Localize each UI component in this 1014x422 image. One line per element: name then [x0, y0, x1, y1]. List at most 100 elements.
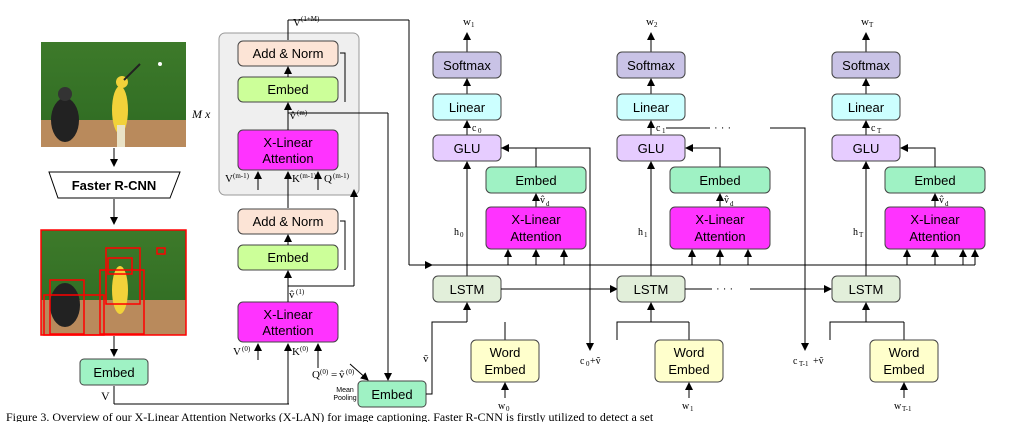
stepT-h-sub: T [859, 231, 864, 239]
step0-attn-line1: X-Linear [511, 212, 561, 227]
block-1-add-norm-label: Add & Norm [253, 214, 324, 229]
block-1-v-in: V [233, 346, 241, 358]
block-1-attn-line2: Attention [262, 323, 313, 338]
q0-equation: Q (0) = v̂ (0) [312, 368, 355, 381]
step1-vd-sub: d [730, 200, 734, 208]
block-m-v-in: V [225, 173, 233, 185]
step0-attn-line2: Attention [510, 229, 561, 244]
top-v-label: V [293, 17, 301, 29]
step0-w-out: w [463, 16, 471, 28]
block-1-vhat: v̂ [289, 289, 295, 301]
step1-w-out-sub: 2 [654, 21, 658, 29]
step1-w-in: w [682, 401, 690, 412]
input-image [41, 42, 186, 147]
stepT-attn-line1: X-Linear [910, 212, 960, 227]
stepT-embed-label: Embed [914, 173, 955, 188]
faster-rcnn-label: Faster R-CNN [72, 178, 157, 193]
stepT-word-line2: Embed [883, 362, 924, 377]
encoder-embed-label: Embed [93, 365, 134, 380]
block-1-q-in: Q [312, 369, 320, 381]
stepT-word-line1: Word [889, 345, 920, 360]
step1-w-in-sub: 1 [690, 405, 694, 413]
stepT-softmax-label: Softmax [842, 58, 890, 73]
step0-h-sub: 0 [460, 231, 464, 239]
step1-ctx: c [793, 356, 798, 367]
step0-w-out-sub: 1 [471, 21, 475, 29]
step1-w-out: w [646, 16, 654, 28]
decoder-step-t: w T Softmax Linear c T GLU Embed v̂ d X-… [829, 16, 986, 413]
block-m-add-norm: Add & Norm [237, 40, 339, 67]
step0-embed-label: Embed [515, 173, 556, 188]
block-m-k-in: K [292, 173, 300, 185]
block-1-q-in-sup: (0) [320, 368, 329, 376]
step1-ctx-sub: T-1 [799, 360, 809, 368]
figure-caption: Figure 3. Overview of our X-Linear Atten… [6, 410, 654, 422]
step1-attn-line2: Attention [694, 229, 745, 244]
block-1-xlinear-attention: X-Linear Attention [237, 301, 339, 343]
q-eq-sign: = [331, 369, 337, 381]
block-1-v-in-sup: (0) [242, 345, 251, 353]
encoder-embed-box: Embed [79, 358, 149, 386]
mx-label: M x [191, 107, 211, 121]
stepT-w-out: w [861, 16, 869, 28]
step0-word-line1: Word [490, 345, 521, 360]
step0-vd-sub: d [546, 200, 550, 208]
mean-pooling-line1: Mean [336, 387, 354, 394]
step1-embed-label: Embed [699, 173, 740, 188]
lstm-ellipsis: · · · [716, 283, 733, 295]
step0-ctx-sub: 0 [586, 360, 590, 368]
block-m-attn-line2: Attention [262, 151, 313, 166]
step0-lstm-label: LSTM [450, 282, 485, 297]
block-1-vhat0: v̂ [339, 369, 345, 381]
step0-w-in: w [498, 401, 506, 412]
step1-c-ellipsis: · · · [714, 122, 731, 134]
decoder-step-0: w 1 Softmax Linear c 0 GLU Embed v̂ d X-… [432, 16, 601, 413]
step0-ctx-tail: +ṽ [590, 356, 601, 367]
step0-ctx: c [580, 356, 585, 367]
block-1-k-in-sup: (0) [300, 345, 309, 353]
step0-word-line2: Embed [484, 362, 525, 377]
block-1-embed-label: Embed [267, 250, 308, 265]
block-1-embed: Embed [237, 244, 339, 271]
faster-rcnn-block: Faster R-CNN [48, 171, 181, 199]
step0-vd: v̂ [540, 195, 545, 206]
stepT-glu-label: GLU [853, 141, 880, 156]
step1-h-sub: 1 [644, 231, 648, 239]
detected-regions-image [40, 229, 187, 336]
block-m-v-in-sup: (m-1) [233, 172, 250, 180]
step0-c-sub: 0 [478, 127, 482, 135]
block-1-vhat0-sup: (0) [346, 368, 355, 376]
step1-h: h [638, 227, 643, 238]
v-label: V [101, 389, 110, 403]
step0-glu-label: GLU [454, 141, 481, 156]
vtilde-label: ṽ [423, 353, 429, 365]
stepT-lstm-label: LSTM [849, 282, 884, 297]
stepT-w-in: w [894, 401, 902, 412]
step0-linear-label: Linear [449, 100, 486, 115]
block-m-k-in-sup: (m-1) [300, 172, 317, 180]
block-1-vhat-sup: (1) [296, 288, 305, 296]
step0-w-in-sub: 0 [506, 405, 510, 413]
top-v-sup: (1+M) [301, 15, 320, 23]
step1-ctx-tail: +ṽ [813, 356, 824, 367]
stepT-attn-line2: Attention [909, 229, 960, 244]
block-m-add-norm-label: Add & Norm [253, 46, 324, 61]
block-1-add-norm: Add & Norm [237, 208, 339, 235]
stepT-h: h [853, 227, 858, 238]
block-m-embed: Embed [237, 76, 339, 103]
block-1-attn-line1: X-Linear [263, 307, 313, 322]
block-m-attn-line1: X-Linear [263, 135, 313, 150]
stepT-c-sub: T [877, 127, 882, 135]
step1-attn-line1: X-Linear [695, 212, 745, 227]
stepT-vd-sub: d [945, 200, 949, 208]
step1-lstm-label: LSTM [634, 282, 669, 297]
stepT-vd: v̂ [939, 195, 944, 206]
step1-word-line2: Embed [668, 362, 709, 377]
step0-softmax-label: Softmax [443, 58, 491, 73]
step1-linear-label: Linear [633, 100, 670, 115]
step0-c: c [472, 123, 477, 134]
step1-softmax-label: Softmax [627, 58, 675, 73]
step1-glu-label: GLU [638, 141, 665, 156]
step1-word-line1: Word [674, 345, 705, 360]
